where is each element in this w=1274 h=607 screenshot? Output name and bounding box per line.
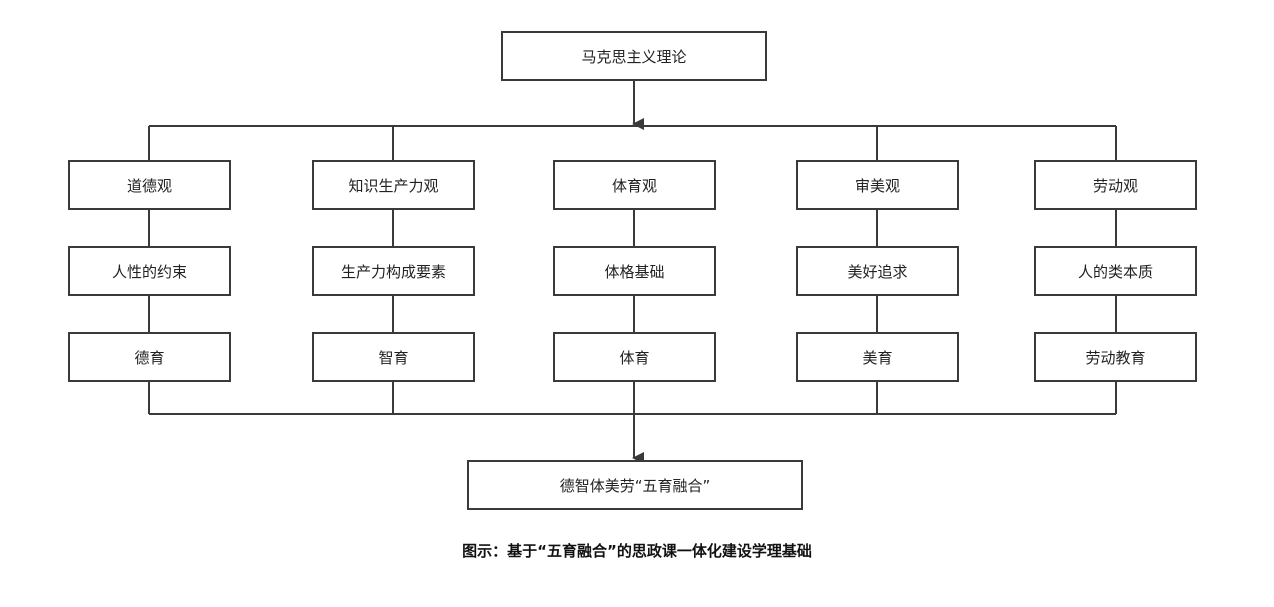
node-view-physical: 体育观: [553, 160, 716, 210]
node-education-labor: 劳动教育: [1034, 332, 1197, 382]
node-view-knowledge-productivity: 知识生产力观: [312, 160, 475, 210]
node-view-labor: 劳动观: [1034, 160, 1197, 210]
node-basis-labor: 人的类本质: [1034, 246, 1197, 296]
node-education-physical: 体育: [553, 332, 716, 382]
node-education-aesthetic: 美育: [796, 332, 959, 382]
node-view-aesthetic: 审美观: [796, 160, 959, 210]
bottom-node-five-education-integration: 德智体美劳“五育融合”: [467, 460, 803, 510]
figure-caption: 图示：基于“五育融合”的思政课一体化建设学理基础: [462, 542, 812, 560]
node-view-moral: 道德观: [68, 160, 231, 210]
node-basis-moral: 人性的约束: [68, 246, 231, 296]
top-node-marxist-theory: 马克思主义理论: [501, 31, 767, 81]
node-basis-physical: 体格基础: [553, 246, 716, 296]
node-basis-knowledge: 生产力构成要素: [312, 246, 475, 296]
node-education-intellectual: 智育: [312, 332, 475, 382]
node-basis-aesthetic: 美好追求: [796, 246, 959, 296]
node-education-moral: 德育: [68, 332, 231, 382]
